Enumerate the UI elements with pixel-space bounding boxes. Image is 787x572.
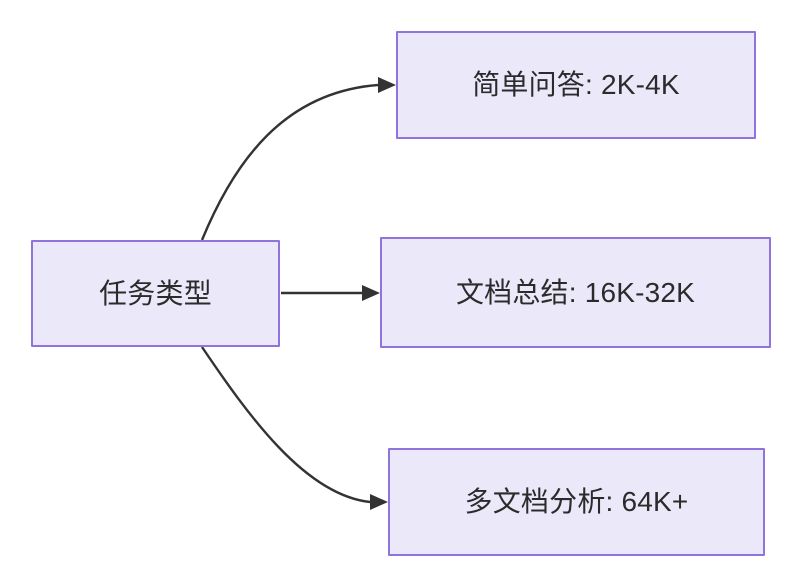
node-simple-qa[interactable]: 简单问答: 2K-4K	[396, 31, 756, 139]
edge-source-to-doc-summary	[281, 285, 380, 301]
edge-source-to-simple-qa	[200, 77, 396, 241]
node-task-type[interactable]: 任务类型	[31, 240, 280, 347]
arrowhead-doc-summary	[362, 285, 380, 301]
arrowhead-multi-doc	[370, 494, 388, 510]
arrowhead-simple-qa	[378, 77, 396, 93]
node-multi-doc-label: 多文档分析: 64K+	[464, 486, 689, 518]
node-simple-qa-label: 简单问答: 2K-4K	[472, 69, 680, 101]
node-multi-doc[interactable]: 多文档分析: 64K+	[388, 448, 765, 556]
edge-path-multi-doc	[201, 346, 371, 504]
edge-path-simple-qa	[200, 83, 379, 241]
node-doc-summary[interactable]: 文档总结: 16K-32K	[380, 237, 771, 348]
edge-source-to-multi-doc	[201, 346, 388, 510]
node-doc-summary-label: 文档总结: 16K-32K	[455, 276, 696, 308]
node-task-type-label: 任务类型	[99, 277, 212, 309]
